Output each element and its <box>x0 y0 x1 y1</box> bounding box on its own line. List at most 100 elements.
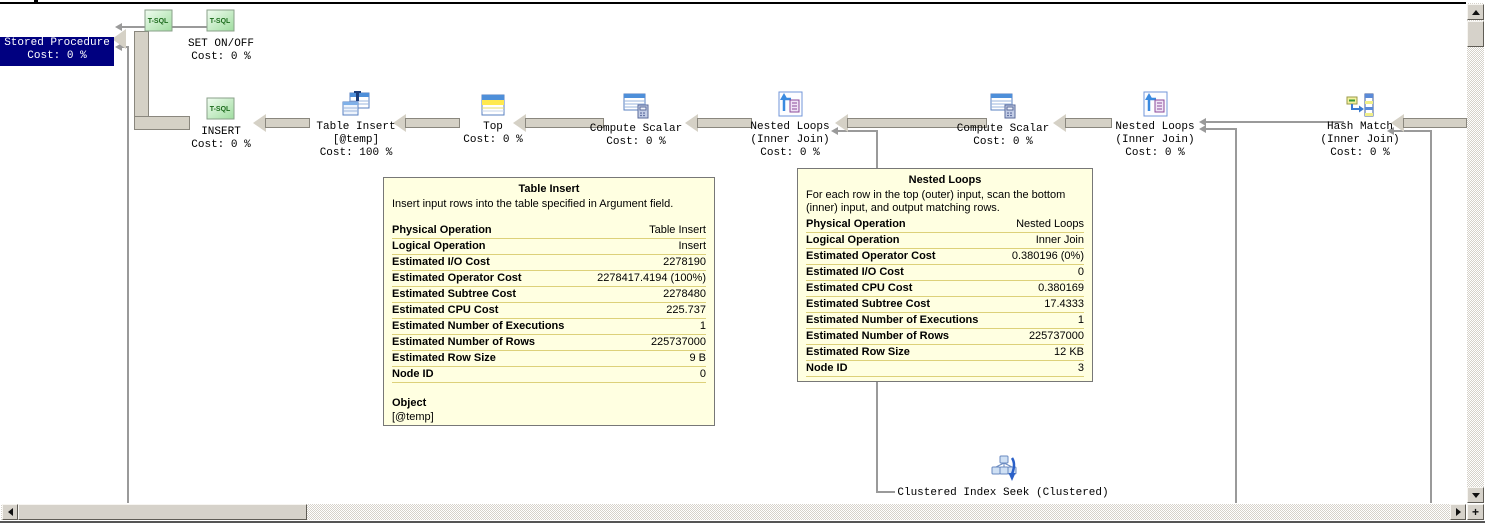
node-stored-procedure[interactable]: Stored Procedure Cost: 0 % <box>0 37 114 66</box>
scroll-left-button[interactable] <box>2 504 18 520</box>
node-hash-match[interactable]: Hash Match (Inner Join) Cost: 0 % <box>1300 92 1420 160</box>
arrow-cs1-to-top <box>525 118 604 128</box>
thick-arrowhead <box>393 114 406 132</box>
node-nested-loops-2[interactable]: Nested Loops (Inner Join) Cost: 0 % <box>1095 90 1215 160</box>
node-cost: Cost: 0 % <box>973 136 1033 148</box>
node-cost: Cost: 0 % <box>191 51 251 63</box>
arrow-tableinsert-to-insert <box>265 118 310 128</box>
left-arrow-icon <box>7 508 13 516</box>
connector-sp-down-v <box>127 46 129 503</box>
nested-loops-icon <box>1143 91 1168 117</box>
vertical-scrollbar-thumb[interactable] <box>1467 21 1484 47</box>
arrow-nl2-to-cs2 <box>1065 118 1112 128</box>
tooltip-object-label: Object <box>392 397 427 409</box>
compute-scalar-icon <box>990 93 1016 119</box>
node-nested-loops-1[interactable]: Nested Loops (Inner Join) Cost: 0 % <box>730 90 850 160</box>
connector-hm-inner-h <box>1393 130 1432 132</box>
svg-text:T-SQL: T-SQL <box>210 18 231 25</box>
tsql-icon: T-SQL <box>206 97 235 120</box>
node-label: INSERT <box>201 126 241 138</box>
tooltip-title: Table Insert <box>518 183 580 195</box>
node-sublabel: [@temp] <box>332 134 380 146</box>
node-insert[interactable]: T-SQL INSERT Cost: 0 % <box>161 97 281 152</box>
tsql-icon: T-SQL <box>206 9 235 32</box>
node-table-insert[interactable]: Table Insert [@temp] Cost: 100 % <box>296 90 416 160</box>
thick-arrowhead <box>1391 114 1404 132</box>
arrow-right-to-hashmatch <box>1403 118 1467 128</box>
connector-arrowhead <box>115 23 122 31</box>
node-cost: Cost: 0 % <box>760 147 820 159</box>
scroll-right-button[interactable] <box>1450 504 1466 520</box>
node-cost: Cost: 0 % <box>191 139 251 151</box>
node-compute-scalar-2[interactable]: Compute Scalar Cost: 0 % <box>943 92 1063 149</box>
tooltip-nested-loops: Nested Loops For each row in the top (ou… <box>797 168 1093 382</box>
scroll-up-button[interactable] <box>1467 4 1484 20</box>
plus-icon: + <box>1471 505 1479 519</box>
thick-arrowhead <box>112 29 126 49</box>
node-cost: Cost: 0 % <box>463 134 523 146</box>
tooltip-description: For each row in the top (outer) input, s… <box>806 189 1066 214</box>
arrow-nl1-to-cs1 <box>697 118 752 128</box>
arrow-cs2-to-nl1 <box>847 118 987 128</box>
vertical-scrollbar-track[interactable] <box>1467 3 1484 503</box>
bottom-border-line <box>0 521 1485 523</box>
node-compute-scalar-1[interactable]: Compute Scalar Cost: 0 % <box>576 92 696 149</box>
node-label: Nested Loops <box>750 121 830 133</box>
node-set-on-off[interactable]: T-SQL SET ON/OFF Cost: 0 % <box>161 9 281 64</box>
node-clustered-index-seek[interactable]: Clustered Index Seek (Clustered) <box>890 453 1116 500</box>
node-label: Hash Match <box>1326 121 1393 133</box>
node-cost: Cost: 0 % <box>1125 147 1185 159</box>
connector-cis-elbow <box>876 491 895 493</box>
tooltip-table-insert: Table Insert Insert input rows into the … <box>383 177 715 426</box>
thick-arrowhead <box>1053 114 1066 132</box>
connector-nl2-inner-h <box>1205 128 1237 130</box>
node-sublabel: (Inner Join) <box>1115 134 1195 146</box>
tsql-icon: T-SQL <box>144 9 173 32</box>
node-label: Top <box>483 121 503 133</box>
right-arrow-icon <box>1455 508 1461 516</box>
node-label: Stored Procedure <box>4 37 110 49</box>
horizontal-scrollbar-thumb[interactable] <box>18 504 307 520</box>
node-stored-procedure-icon-pos[interactable]: T-SQL <box>144 9 174 37</box>
thick-arrowhead <box>253 114 266 132</box>
node-label: Compute Scalar <box>589 123 683 135</box>
pan-zoom-corner-button[interactable]: + <box>1467 504 1484 520</box>
svg-text:T-SQL: T-SQL <box>148 18 169 25</box>
node-cost: Cost: 0 % <box>1330 147 1390 159</box>
svg-text:T-SQL: T-SQL <box>210 106 231 113</box>
node-label: SET ON/OFF <box>187 38 254 50</box>
clustered-index-seek-icon <box>991 455 1017 481</box>
connector-hm-to-nl2 <box>1205 121 1344 123</box>
connector-arrowhead <box>1387 127 1394 135</box>
node-cost: Cost: 0 % <box>27 50 87 62</box>
thick-arrowhead <box>685 114 698 132</box>
node-cost: Cost: 100 % <box>319 147 393 159</box>
node-sublabel: (Inner Join) <box>750 134 830 146</box>
connector-nl1-inner-h <box>837 130 878 132</box>
hash-match-icon <box>1346 93 1374 117</box>
horizontal-scrollbar-track[interactable] <box>1 504 1466 520</box>
node-top[interactable]: Top Cost: 0 % <box>433 92 553 147</box>
down-arrow-icon <box>1471 492 1480 498</box>
thick-elbow-horizontal <box>134 116 190 130</box>
top-tick-mark <box>34 0 38 3</box>
connector-arrowhead <box>831 127 838 135</box>
connector-hm-inner-v <box>1430 130 1432 503</box>
thick-arrowhead <box>835 114 848 132</box>
scroll-down-button[interactable] <box>1467 487 1484 503</box>
up-arrow-icon <box>1471 9 1480 15</box>
